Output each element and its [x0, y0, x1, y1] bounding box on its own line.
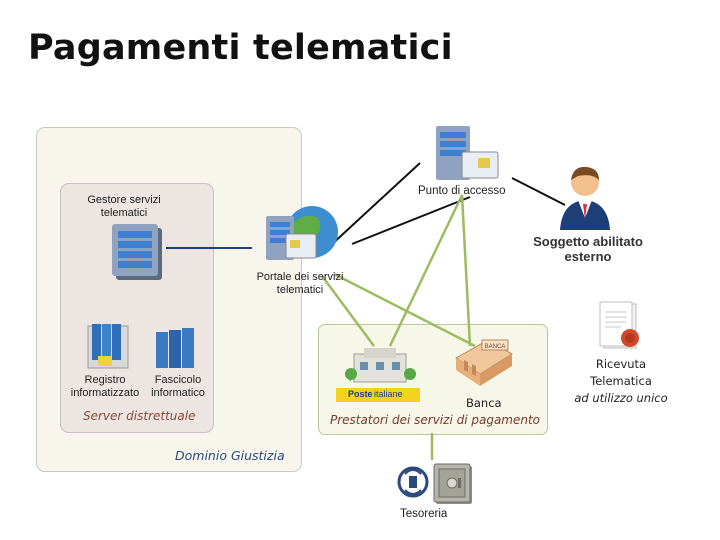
registro-informatizzato-label: Registro informatizzato: [70, 374, 140, 399]
folder-stack-icon: [156, 328, 194, 368]
server-distrettuale-label: Server distrettuale: [83, 409, 196, 423]
soggetto-abilitato-label: Soggetto abilitato esterno: [533, 234, 643, 264]
person-icon: [560, 166, 610, 230]
document-seal-icon: [599, 301, 639, 349]
gestore-servizi-label: Gestore servizi telematici: [87, 194, 161, 219]
safe-icon: [433, 463, 472, 504]
black-links: [329, 162, 566, 247]
globe-server-icon: [266, 206, 338, 260]
binder-icon: [87, 324, 129, 369]
poste-logo-suffix: italiane: [374, 389, 403, 399]
punto-di-accesso-label: Punto di accesso: [418, 185, 506, 197]
banca-sign-text: BANCA: [485, 344, 506, 350]
portale-label: Portale dei servizi telematici: [256, 271, 344, 296]
poste-logo-bar: Poste italiane: [336, 388, 420, 402]
bank-icon: BANCA: [455, 339, 513, 386]
ricevuta-label-1: Ricevuta: [595, 357, 647, 371]
green-links: [320, 194, 476, 460]
bank-of-italy-logo-icon: [397, 466, 429, 498]
access-point-icon: [436, 126, 499, 180]
prestatori-label: Prestatori dei servizi di pagamento: [330, 413, 541, 427]
ricevuta-label-2: Telematica: [590, 374, 652, 388]
page-title: Pagamenti telematici: [28, 28, 453, 68]
fascicolo-informatico-label: Fascicolo informatico: [151, 374, 205, 399]
dominio-giustizia-label: Dominio Giustizia: [175, 448, 285, 463]
tesoreria-label: Tesoreria: [400, 508, 448, 520]
poste-logo-text: Poste: [348, 389, 373, 399]
server-icon: [112, 224, 162, 280]
banca-label: Banca: [466, 396, 502, 410]
post-office-icon: [345, 348, 416, 383]
ricevuta-label-3: ad utilizzo unico: [574, 391, 668, 405]
